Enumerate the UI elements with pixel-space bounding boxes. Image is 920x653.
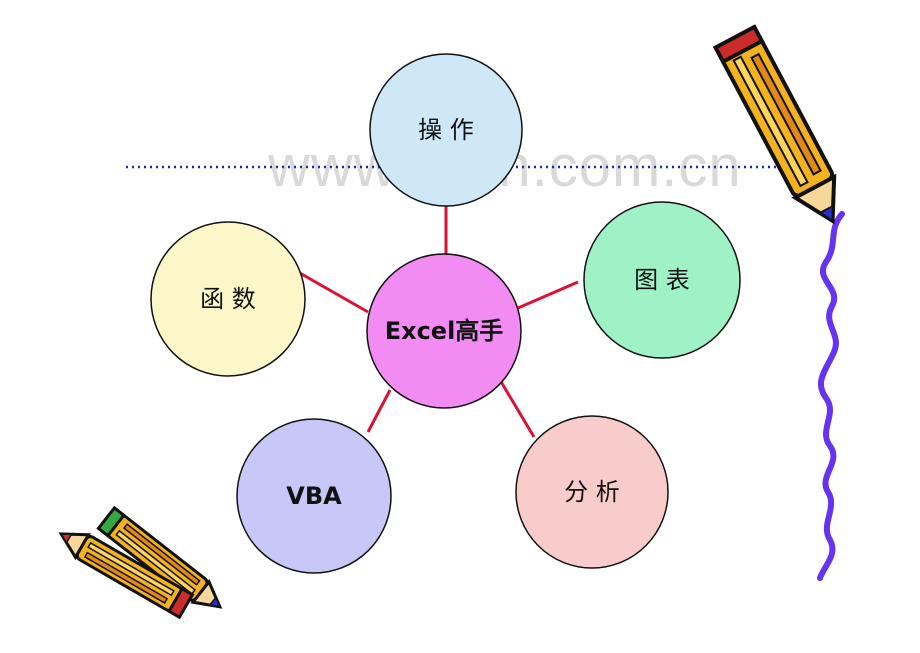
node-tubiao: 图 表 [583,201,741,359]
node-label: VBA [286,482,342,510]
pencil-icon [712,24,837,225]
node-label: 分 析 [564,478,620,506]
connector-vba [366,389,392,433]
node-caozuo: 操 作 [369,53,523,207]
connector-hanshu [297,270,369,314]
crossed-pencils-icon [58,505,223,620]
node-fenxi: 分 析 [515,415,669,569]
node-label: 图 表 [634,266,690,294]
node-hanshu: 函 数 [150,221,306,377]
node-center: Excel高手 [366,253,522,409]
connectors [297,205,579,438]
node-label: 函 数 [200,285,256,313]
node-label: 操 作 [418,116,474,144]
center-label: Excel高手 [385,317,504,345]
wavy-line [817,211,845,581]
connector-fenxi [498,379,536,438]
connector-tubiao [517,280,579,310]
node-vba: VBA [236,418,392,574]
